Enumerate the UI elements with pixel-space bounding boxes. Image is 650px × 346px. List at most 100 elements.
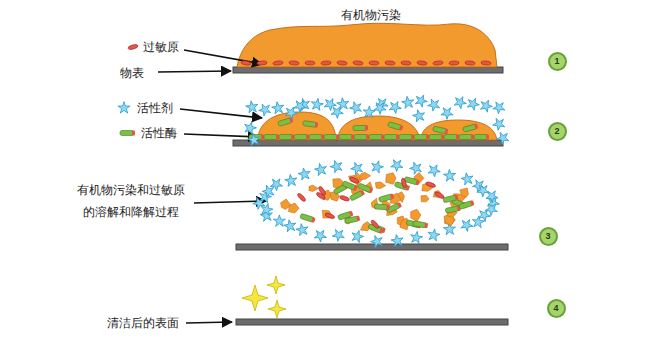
surfactant-star <box>478 98 494 113</box>
surfactant-star <box>257 101 274 118</box>
surface-label: 物表 <box>120 65 144 81</box>
organic-blob <box>338 116 420 140</box>
enzyme-symbol <box>374 204 389 210</box>
sparkle <box>268 300 286 318</box>
organic-fragment <box>411 209 421 221</box>
surface-bar <box>236 319 508 325</box>
organic-fragment <box>359 172 370 179</box>
surfactant-star <box>283 218 299 234</box>
surfactant-star <box>372 99 389 115</box>
surfactant-star <box>329 103 345 119</box>
surfactant-star <box>390 232 406 248</box>
step-circle: 2 <box>548 122 567 141</box>
surfactant-star <box>245 99 261 115</box>
surfactant-star <box>426 162 442 178</box>
enzyme-symbol <box>353 125 368 130</box>
allergen-symbol <box>465 61 475 66</box>
surfactant-star <box>243 120 258 134</box>
surfactant-star <box>273 215 285 227</box>
surfactant-star <box>426 96 443 113</box>
allergen-symbol <box>339 195 350 202</box>
enzyme-symbol <box>354 135 369 140</box>
surfactant-star <box>387 99 403 115</box>
step-circle: 4 <box>547 299 566 318</box>
allergen-symbol <box>481 61 491 66</box>
allergen-symbol <box>257 61 267 66</box>
enzyme-symbol <box>414 135 429 140</box>
surfactant-star <box>459 217 475 233</box>
organic-fragment <box>375 182 385 189</box>
surfactant-star <box>369 233 386 250</box>
legend-text: 过敏原 <box>143 39 179 55</box>
allergen-symbol <box>297 192 307 202</box>
enzyme-symbol <box>429 135 444 140</box>
leader-arrow <box>158 71 231 72</box>
allergen-symbol <box>353 61 363 66</box>
clean-surface-label: 清洁后的表面 <box>107 315 179 331</box>
allergen-symbol <box>434 191 445 199</box>
leader-arrow <box>184 50 262 64</box>
surface-bar <box>233 140 503 146</box>
surfactant-star <box>297 166 313 182</box>
contamination-label: 有机物污染 <box>341 7 401 23</box>
process-label: 有机物污染和过敏原的溶解和降解过程 <box>75 179 187 223</box>
enzyme-symbol <box>120 131 135 136</box>
enzyme-symbol <box>369 135 384 140</box>
surfactant-star <box>439 104 456 121</box>
allergen-symbol <box>425 181 436 188</box>
enzyme-symbol <box>384 135 399 140</box>
surfactant-star <box>452 94 468 110</box>
allergen-symbol <box>318 186 327 197</box>
surfactant-star <box>409 230 423 243</box>
enzyme-symbol <box>344 216 360 224</box>
allergen-symbol <box>128 44 139 50</box>
step-number: 4 <box>553 303 558 313</box>
surfactant-star <box>460 171 476 187</box>
allergen-symbol <box>401 61 411 65</box>
surfactant-star <box>411 108 427 124</box>
surfactant-star <box>363 105 376 117</box>
surfactant-star <box>350 229 365 244</box>
surfactant-star <box>408 159 425 176</box>
surfactant-star <box>247 132 263 148</box>
enzyme-symbol <box>443 195 459 203</box>
step-circle: 1 <box>548 52 567 71</box>
leader-arrow <box>186 322 232 323</box>
step-circle: 3 <box>539 227 558 246</box>
allergen-symbol <box>385 61 395 66</box>
surfactant-star <box>491 99 508 116</box>
enzyme-symbol <box>463 124 479 133</box>
surfactant-star <box>401 94 417 110</box>
enzyme-symbol <box>474 135 489 140</box>
enzyme-symbol <box>349 190 365 201</box>
legend-text: 活性酶 <box>141 125 177 141</box>
legend-star <box>118 102 130 114</box>
sparkle <box>267 276 285 294</box>
allergen-symbol <box>369 61 379 65</box>
surface-bar <box>236 244 508 250</box>
enzyme-symbol <box>264 135 279 140</box>
allergen-symbol <box>349 176 360 184</box>
surfactant-star <box>389 156 406 173</box>
enzyme-symbol <box>444 135 459 140</box>
surfactant-star <box>284 173 300 189</box>
organic-fragment <box>386 173 396 184</box>
enzyme-symbol <box>294 135 309 140</box>
step-number: 1 <box>554 56 559 66</box>
allergen-symbol <box>401 178 407 189</box>
surfactant-star <box>370 159 385 173</box>
organic-fragment <box>288 203 299 213</box>
allergen-symbol <box>370 219 380 229</box>
enzyme-symbol <box>309 135 324 140</box>
allergen-symbol <box>321 61 331 66</box>
enzyme-symbol <box>279 135 294 140</box>
enzyme-symbol <box>433 126 449 134</box>
surfactant-star <box>491 115 508 132</box>
organic-fragment <box>390 193 401 203</box>
enzyme-symbol <box>300 213 316 222</box>
enzyme-symbol <box>445 206 461 214</box>
enzyme-symbol <box>358 183 374 193</box>
enzyme-symbol <box>459 135 474 140</box>
allergen-symbol <box>273 61 283 66</box>
